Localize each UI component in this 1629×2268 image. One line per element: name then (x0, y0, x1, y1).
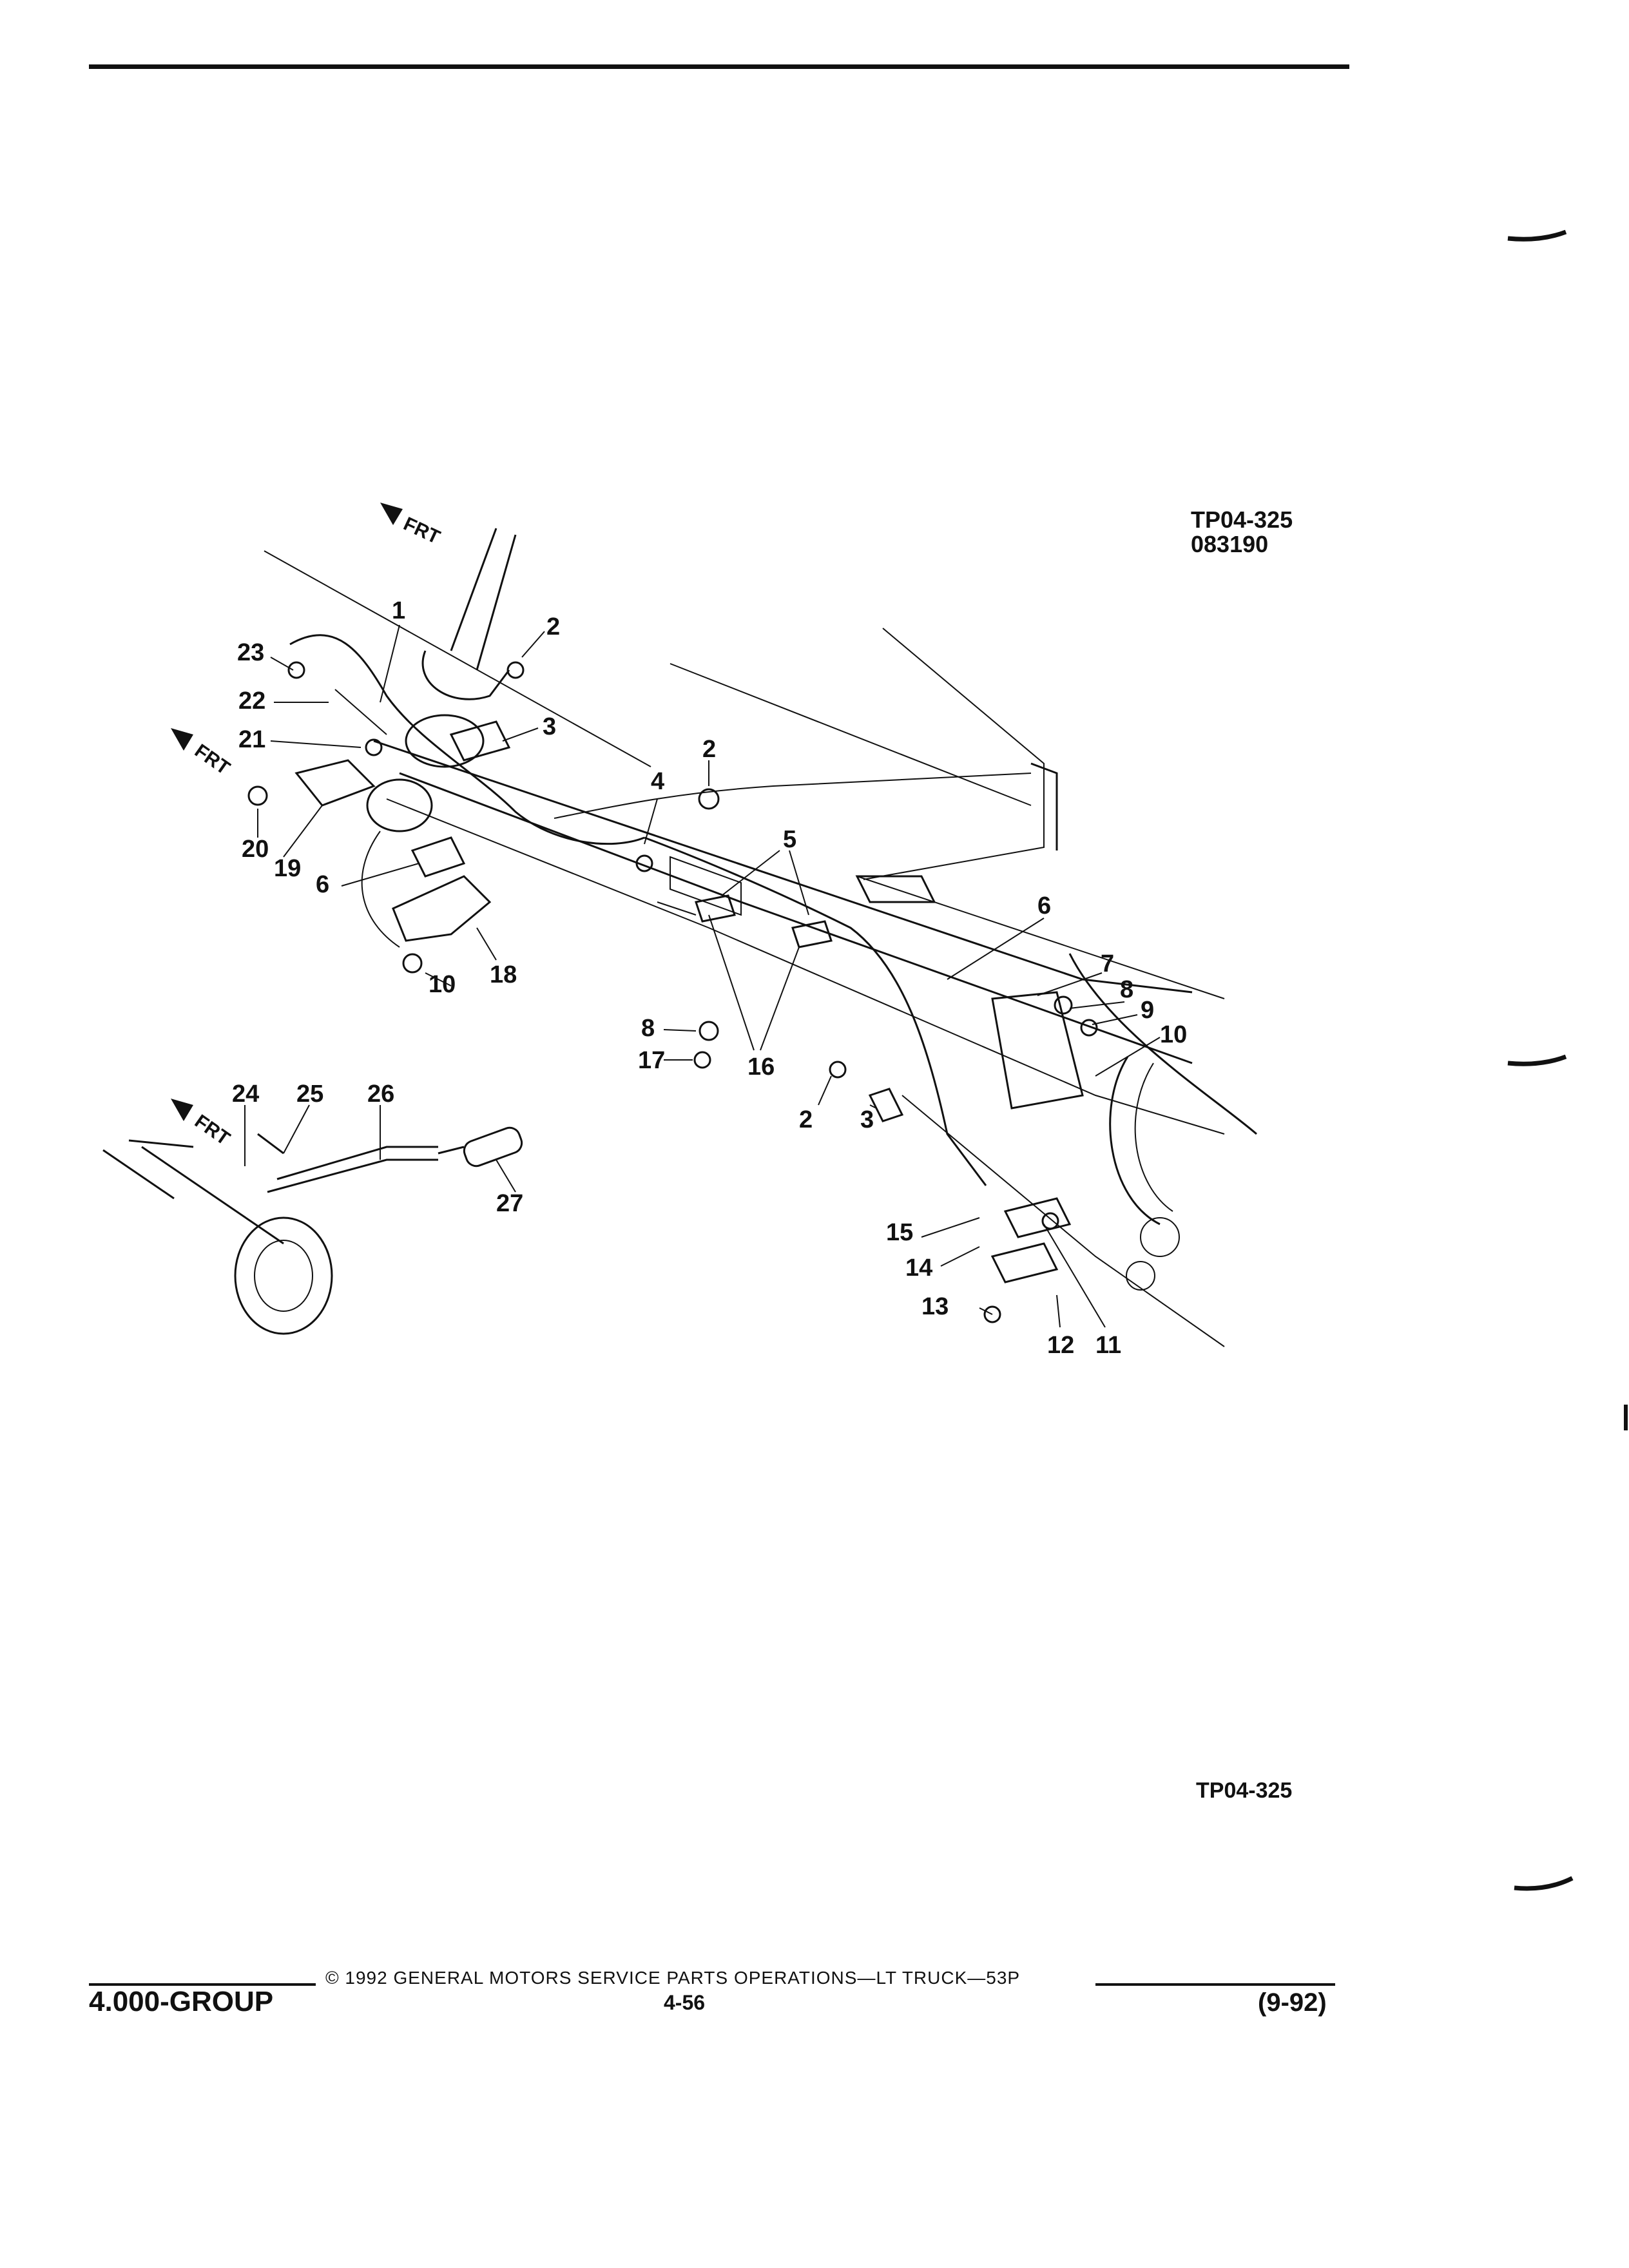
brackets (294, 720, 1084, 1283)
leader-lines (244, 624, 1161, 1328)
parking-brake-cable (289, 634, 987, 1186)
callout-26: 26 (367, 1081, 394, 1108)
callout-10a: 10 (1160, 1021, 1187, 1048)
callout-11: 11 (1095, 1332, 1121, 1359)
callout-4: 4 (651, 768, 664, 795)
transmission-housing (1068, 953, 1257, 1291)
callout-7: 7 (1101, 950, 1114, 977)
figure-code-bottom: TP04-325 (1196, 1778, 1293, 1803)
inset-detail (102, 1126, 523, 1335)
callout-24: 24 (232, 1081, 259, 1108)
callout-21: 21 (238, 726, 265, 753)
callout-9: 9 (1141, 997, 1154, 1024)
callout-15: 15 (886, 1219, 913, 1246)
drive-shaft (361, 528, 517, 948)
frt-arrow-icon (171, 1099, 193, 1121)
callout-27: 27 (496, 1190, 523, 1217)
callout-6a: 6 (316, 871, 329, 898)
callout-18: 18 (490, 961, 517, 988)
margin-marks (1507, 229, 1628, 1891)
callout-8a: 8 (1120, 976, 1133, 1003)
figure-date-code: 083190 (1191, 531, 1269, 557)
callout-2b: 2 (702, 736, 716, 763)
callout-10b: 10 (429, 971, 456, 998)
callout-14: 14 (905, 1254, 932, 1282)
callout-20: 20 (242, 836, 269, 863)
callout-2a: 2 (546, 613, 560, 640)
footer-rule-left (89, 1983, 316, 1986)
frt-label-3: FRT (191, 1111, 234, 1149)
footer-rule-right (1095, 1983, 1335, 1986)
callout-3a: 3 (543, 713, 556, 740)
callout-23: 23 (237, 639, 264, 666)
frt-label-1: FRT (400, 513, 443, 548)
callout-3b: 3 (860, 1106, 874, 1133)
frt-label-2: FRT (191, 740, 234, 779)
frame-outline (264, 550, 1225, 1347)
footer-group: 4.000-GROUP (89, 1986, 274, 2017)
top-rule (89, 64, 1349, 69)
callout-16: 16 (747, 1053, 775, 1081)
callout-13: 13 (921, 1293, 949, 1320)
callout-19: 19 (274, 855, 301, 882)
callout-5: 5 (783, 826, 796, 853)
fasteners (247, 661, 1098, 1323)
callout-22: 22 (238, 687, 265, 715)
callout-2c: 2 (799, 1106, 813, 1133)
callout-17: 17 (638, 1047, 665, 1074)
footer-page-number: 4-56 (664, 1991, 706, 2014)
callout-12: 12 (1047, 1332, 1074, 1359)
callout-labels: 1 2 2 2 3 3 4 5 6 6 7 8 8 9 10 10 11 12 … (232, 597, 1187, 1359)
figure-code: TP04-325 (1191, 506, 1293, 533)
frt-arrow-icon (171, 728, 193, 751)
callout-1: 1 (392, 597, 405, 624)
callout-25: 25 (296, 1081, 323, 1108)
footer-date: (9-92) (1258, 1988, 1327, 2017)
footer-copyright: © 1992 GENERAL MOTORS SERVICE PARTS OPER… (325, 1968, 1021, 1988)
callout-8b: 8 (641, 1015, 655, 1042)
callout-6b: 6 (1037, 892, 1051, 919)
figure-code-block: TP04-325 083190 (1191, 508, 1293, 557)
frt-arrow-icon (380, 503, 403, 525)
